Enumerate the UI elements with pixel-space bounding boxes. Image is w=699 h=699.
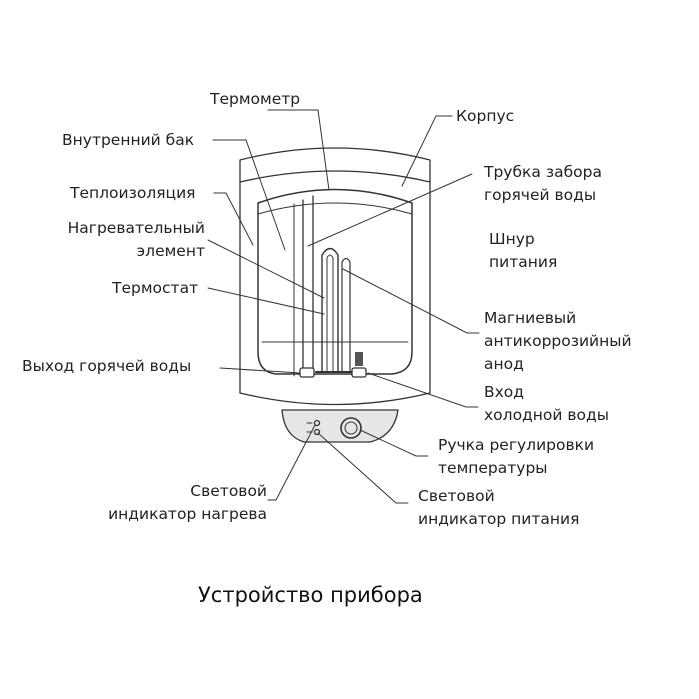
cold-inlet-fitting [351, 367, 367, 378]
power-cord-block [355, 352, 363, 366]
leader-temp-knob [359, 429, 429, 457]
label-power-cord: Шнур питания [489, 230, 558, 271]
leader-body [401, 115, 453, 187]
leader-anode [342, 268, 480, 334]
heat-indicator-light [313, 419, 321, 427]
leader-hot-water-outlet [219, 367, 301, 374]
heating-element [321, 247, 339, 373]
label-body: Корпус [456, 107, 515, 125]
label-anode: Магниевый антикоррозийный анод [484, 309, 632, 373]
power-indicator-light [313, 428, 321, 436]
leader-insulation [213, 192, 254, 246]
label-temp-knob: Ручка регулировки температуры [438, 436, 595, 477]
label-insulation: Теплоизоляция [70, 184, 196, 202]
label-power-indicator: Световой индикатор питания [418, 487, 580, 528]
leader-thermometer [267, 109, 330, 191]
inner-tank [257, 188, 413, 375]
magnesium-anode [341, 257, 351, 373]
leader-power-indicator [317, 432, 409, 504]
leader-hot-water-pipe [307, 173, 473, 247]
leader-inner-tank [212, 139, 286, 251]
leader-heating-element [207, 239, 325, 299]
label-heating-element: Нагревательный элемент [67, 219, 205, 260]
label-heat-indicator: Световой индикатор нагрева [108, 482, 267, 523]
label-inner-tank: Внутренний бак [62, 131, 195, 149]
label-thermostat: Термостат [112, 279, 199, 297]
hot-outlet-fitting [299, 367, 315, 378]
label-hot-water-outlet: Выход горячей воды [22, 357, 192, 375]
label-hot-water-pipe: Трубка забора горячей воды [484, 163, 602, 204]
leader-heat-indicator [267, 424, 316, 501]
temperature-knob [340, 417, 362, 439]
heater-top-cap [239, 170, 431, 183]
heater-body [239, 147, 431, 406]
label-thermometer: Термометр [210, 90, 301, 108]
control-panel [281, 409, 399, 443]
label-cold-water-inlet: Вход холодной воды [484, 383, 609, 424]
leader-cold-water-inlet [367, 372, 479, 408]
diagram-caption: Устройство прибора [198, 583, 423, 607]
leader-thermostat [207, 287, 325, 315]
